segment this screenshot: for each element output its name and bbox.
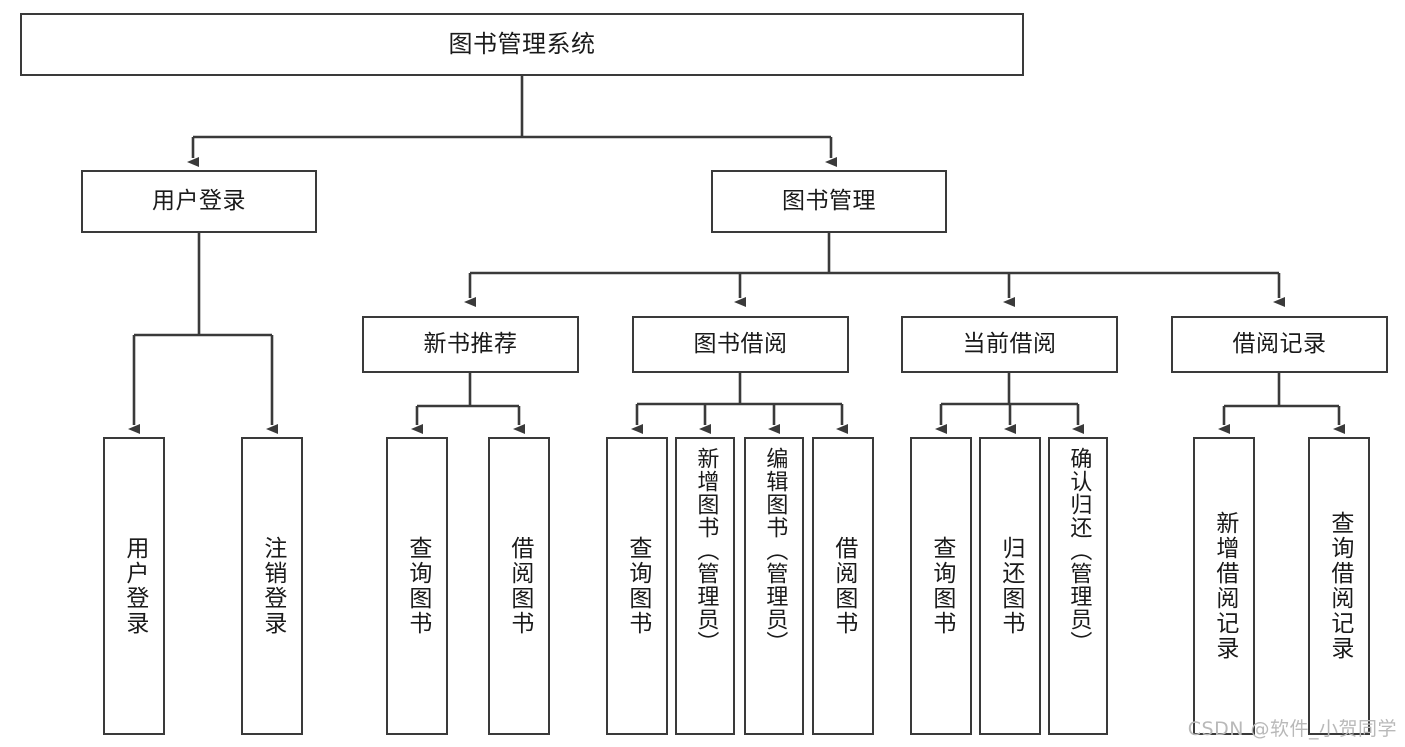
node-leaf-query-2[interactable]: 查询图书 — [606, 437, 668, 735]
node-leaf-query-2-label: 查询图书 — [624, 536, 651, 636]
node-current-borrow[interactable]: 当前借阅 — [901, 316, 1118, 373]
node-leaf-confirm[interactable]: 确认归还（管理员） — [1048, 437, 1108, 735]
node-leaf-query-3-label: 查询图书 — [928, 536, 955, 636]
node-leaf-edit-book[interactable]: 编辑图书（管理员） — [744, 437, 804, 735]
node-user-login[interactable]: 用户登录 — [81, 170, 317, 233]
node-leaf-borrow-2[interactable]: 借阅图书 — [812, 437, 874, 735]
node-leaf-add-book-label: 新增图书（管理员） — [693, 447, 719, 654]
node-user-login-label: 用户登录 — [152, 188, 246, 215]
node-borrow-record-label: 借阅记录 — [1232, 331, 1327, 358]
node-book-manage[interactable]: 图书管理 — [711, 170, 947, 233]
node-leaf-query-rec-label: 查询借阅记录 — [1326, 511, 1353, 661]
node-new-book-rec-label: 新书推荐 — [423, 331, 518, 358]
node-leaf-query-3[interactable]: 查询图书 — [910, 437, 972, 735]
node-leaf-add-book[interactable]: 新增图书（管理员） — [675, 437, 735, 735]
node-leaf-return[interactable]: 归还图书 — [979, 437, 1041, 735]
node-book-borrow-label: 图书借阅 — [693, 331, 788, 358]
node-leaf-borrow-2-label: 借阅图书 — [830, 536, 857, 636]
node-leaf-query-1[interactable]: 查询图书 — [386, 437, 448, 735]
node-leaf-logout-label: 注销登录 — [259, 536, 286, 636]
node-borrow-record[interactable]: 借阅记录 — [1171, 316, 1388, 373]
node-leaf-borrow-1-label: 借阅图书 — [506, 536, 533, 636]
node-leaf-add-rec[interactable]: 新增借阅记录 — [1193, 437, 1255, 735]
node-book-borrow[interactable]: 图书借阅 — [632, 316, 849, 373]
watermark-text: CSDN @软件_小贺同学 — [1187, 718, 1397, 740]
node-root[interactable]: 图书管理系统 — [20, 13, 1024, 76]
node-leaf-return-label: 归还图书 — [997, 536, 1024, 636]
node-leaf-add-rec-label: 新增借阅记录 — [1211, 511, 1238, 661]
node-leaf-query-1-label: 查询图书 — [404, 536, 431, 636]
node-root-label: 图书管理系统 — [448, 29, 596, 58]
node-leaf-user-login-label: 用户登录 — [121, 536, 148, 636]
node-leaf-edit-book-label: 编辑图书（管理员） — [762, 447, 788, 654]
node-leaf-borrow-1[interactable]: 借阅图书 — [488, 437, 550, 735]
node-leaf-query-rec[interactable]: 查询借阅记录 — [1308, 437, 1370, 735]
node-leaf-confirm-label: 确认归还（管理员） — [1066, 447, 1092, 654]
node-current-borrow-label: 当前借阅 — [962, 331, 1057, 358]
node-leaf-logout[interactable]: 注销登录 — [241, 437, 303, 735]
node-new-book-rec[interactable]: 新书推荐 — [362, 316, 579, 373]
node-book-manage-label: 图书管理 — [782, 188, 876, 215]
node-leaf-user-login[interactable]: 用户登录 — [103, 437, 165, 735]
